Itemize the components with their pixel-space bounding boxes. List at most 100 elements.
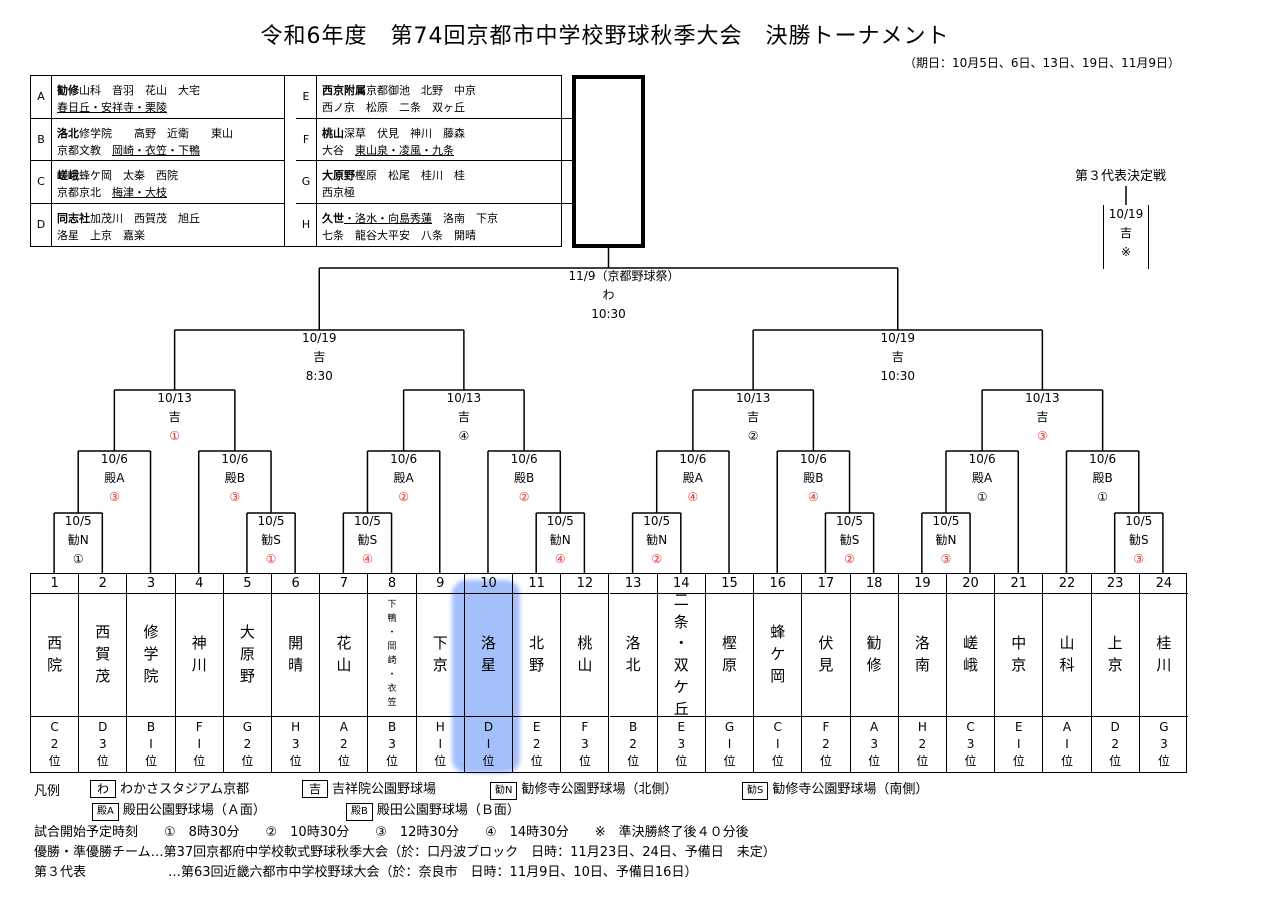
match-slot: ① <box>72 552 84 566</box>
match-venue: 勧S <box>357 533 378 547</box>
team-name-char: 丘 <box>673 699 689 718</box>
match-date: 10/5 <box>1125 514 1153 528</box>
team-name-char: 京 <box>1011 656 1027 674</box>
team-name: 伏見 <box>802 594 850 717</box>
team-rank-part: 位 <box>1012 754 1025 768</box>
team-rank-part: C <box>773 720 782 734</box>
team-name-char: 野 <box>239 666 255 685</box>
team-name: 上京 <box>1091 594 1139 717</box>
team-rank-part: 位 <box>916 754 929 768</box>
team-name-char: 笠 <box>387 697 397 708</box>
start-times: 試合開始予定時刻 ① 8時30分 ② 10時30分 ③ 12時30分 ④ 14時… <box>34 821 749 840</box>
match-date: 10/5 <box>546 514 574 528</box>
team-rank-part: A <box>1062 720 1072 734</box>
match-venue: わ <box>602 288 615 302</box>
team-name: 修学院 <box>127 594 175 717</box>
match-date: 10/13 <box>1025 391 1060 405</box>
team-rank-part: F <box>822 720 830 734</box>
team-rank-part: A <box>339 720 348 734</box>
semifinal-match: 10/19 吉 10:30 <box>858 329 938 386</box>
team-rank-part: Ⅰ <box>197 737 201 751</box>
semifinal-match: 10/19 吉 8:30 <box>279 329 359 386</box>
block-E: E 西京附属京都御池 北野 中京西ノ京 松原 二条 双ヶ丘 <box>296 76 572 119</box>
team-rank-part: Ⅰ <box>149 737 153 751</box>
team-name-char: 川 <box>191 656 207 674</box>
team-number: 6 <box>272 574 320 594</box>
match-venue: 勧N <box>67 533 89 547</box>
third-place-date: 10/19 <box>1108 207 1144 221</box>
team-rank-part: 位 <box>48 754 61 768</box>
team-rank-part: 位 <box>868 754 881 768</box>
team-name-char: 洛 <box>914 634 930 653</box>
team-name-char: 山 <box>577 656 593 674</box>
block-members-2: 大谷 <box>322 143 355 157</box>
third-place-title: 第３代表決定戦 <box>1075 169 1167 184</box>
third-note-label: 第３代表 <box>34 865 87 880</box>
tournament-dates: （期日：10月5日、6日、13日、19日、11月9日） <box>904 56 1180 70</box>
start-times-label: 試合開始予定時刻 <box>34 825 139 840</box>
block-members: 加茂川 西賀茂 旭丘 <box>90 211 200 225</box>
block-members: 深草 伏見 神川 藤森 <box>344 126 465 140</box>
team-name-char: 北 <box>625 656 641 674</box>
team-name: 下鴨・岡崎・衣笠 <box>368 594 416 717</box>
block-joint-team: 東山泉・凌風・九条 <box>355 143 454 157</box>
team-name-char: 嵯 <box>963 634 979 653</box>
match-slot: ④ <box>362 552 373 566</box>
match-slot: ③ <box>1036 429 1048 443</box>
round1-match: 10/5 勧S ③ <box>1099 512 1179 569</box>
quarterfinal-match: 10/13 吉 ② <box>713 389 793 446</box>
team-name-char: 条 <box>673 612 689 631</box>
team-rank-part: 3 <box>388 737 396 751</box>
team-name-char: 星 <box>480 656 496 674</box>
team-name-char: 晴 <box>288 656 304 674</box>
team-rank-part: 位 <box>193 754 206 768</box>
team-name-char: 修 <box>143 623 159 642</box>
match-slot: ④ <box>554 552 566 566</box>
team-number: 21 <box>995 574 1043 594</box>
team-name-char: 南 <box>914 656 930 674</box>
team-name-char: 鴨 <box>387 614 397 625</box>
team-rank-part: F <box>581 720 589 734</box>
team-name-char: 大 <box>239 623 255 642</box>
team-number: 5 <box>223 574 272 594</box>
team-rank-part: H <box>435 720 445 734</box>
team-rank-part: D <box>1110 720 1120 734</box>
team-number: 23 <box>1091 574 1139 594</box>
team-number: 19 <box>898 574 946 594</box>
team-name-char: 桃 <box>577 634 593 653</box>
team-rank-part: Ⅰ <box>1016 737 1021 751</box>
team-name: 二条・双ケ丘 <box>657 591 705 718</box>
match-slot: ② <box>518 490 530 504</box>
round2-match: 10/6 殿B ① <box>1063 450 1143 507</box>
match-date: 10/5 <box>64 514 92 528</box>
match-slot: 8:30 <box>305 369 333 383</box>
match-venue: 吉 <box>313 350 326 364</box>
team-name: 洛南 <box>898 594 946 717</box>
block-members: 修学院 高野 近衛 東山 <box>79 126 233 140</box>
team-name-char: ケ <box>673 677 689 696</box>
match-slot: ② <box>398 490 409 504</box>
team-name-char: 神 <box>191 634 207 653</box>
team-name: 勧修 <box>850 594 898 717</box>
block-H: H 久世・洛水・向島秀蓮 洛南 下京七条 龍谷大平安 八条 開晴 <box>296 203 572 246</box>
match-venue: 吉 <box>168 410 181 424</box>
team-name-char: 樫 <box>722 634 738 653</box>
team-name-char: 賀 <box>95 645 111 664</box>
team-rank-part: 3 <box>581 737 589 751</box>
round1-match: 10/5 勧S ② <box>810 512 890 569</box>
team-rank-part: 位 <box>96 754 109 768</box>
match-venue: 勧S <box>261 533 281 547</box>
